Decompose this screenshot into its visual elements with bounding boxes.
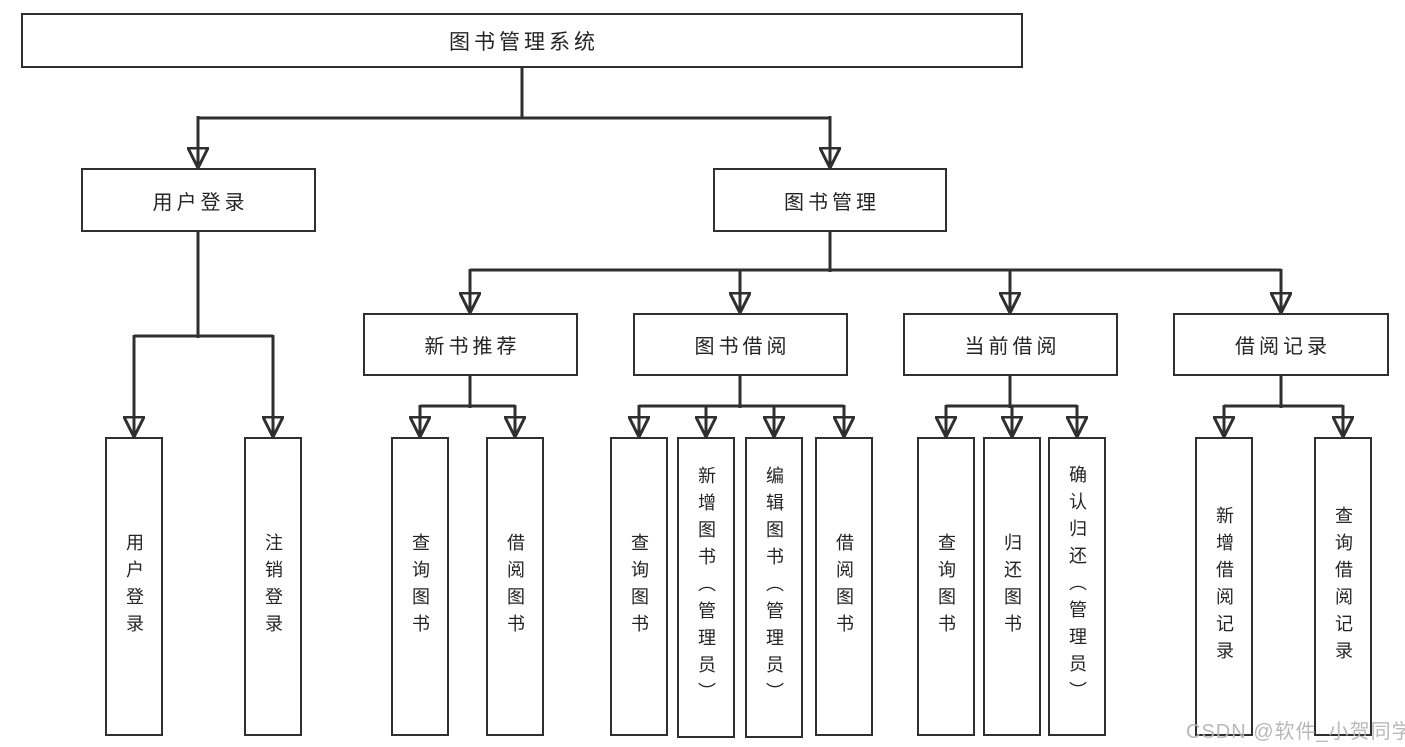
leaf-return-books-label: 归还图书 (1002, 532, 1022, 641)
leaf-add-borrow-record: 新增借阅记录 (1195, 437, 1253, 736)
leaf-confirm-return-admin-label: 确认归还（管理员） (1067, 465, 1087, 708)
watermark: CSDN @软件_小贺同学 (1186, 721, 1405, 743)
leaf-add-books-admin-label: 新增图书（管理员） (696, 466, 716, 709)
node-book-management: 图书管理 (713, 168, 947, 232)
leaf-user-login: 用户登录 (105, 437, 163, 736)
leaf-query-books-1-label: 查询图书 (410, 532, 430, 641)
leaf-borrow-books-1-label: 借阅图书 (505, 532, 525, 641)
leaf-edit-books-admin: 编辑图书（管理员） (745, 437, 803, 738)
node-borrow-records-label: 借阅记录 (1235, 336, 1331, 358)
leaf-query-books-3-label: 查询图书 (936, 532, 956, 641)
node-borrow-records: 借阅记录 (1173, 313, 1389, 376)
node-book-borrow: 图书借阅 (633, 313, 848, 376)
leaf-add-books-admin: 新增图书（管理员） (677, 437, 735, 738)
leaf-query-books-3: 查询图书 (917, 437, 975, 736)
leaf-query-books-2-label: 查询图书 (629, 532, 649, 641)
node-new-book-recommend: 新书推荐 (363, 313, 578, 376)
leaf-user-login-label: 用户登录 (124, 532, 144, 641)
node-current-borrow-label: 当前借阅 (964, 336, 1061, 358)
leaf-query-borrow-record: 查询借阅记录 (1314, 437, 1372, 736)
node-new-book-recommend-label: 新书推荐 (424, 336, 521, 358)
node-book-management-label: 图书管理 (784, 191, 880, 214)
leaf-add-borrow-record-label: 新增借阅记录 (1214, 505, 1234, 668)
leaf-logout-label: 注销登录 (263, 532, 283, 641)
leaf-query-books-2: 查询图书 (610, 437, 668, 736)
leaf-query-borrow-record-label: 查询借阅记录 (1333, 505, 1353, 668)
leaf-borrow-books-1: 借阅图书 (486, 437, 544, 736)
node-user-login: 用户登录 (81, 168, 316, 232)
node-root: 图书管理系统 (21, 13, 1023, 68)
leaf-borrow-books-2-label: 借阅图书 (834, 532, 854, 641)
leaf-return-books: 归还图书 (983, 437, 1041, 736)
node-book-borrow-label: 图书借阅 (694, 336, 791, 358)
node-current-borrow: 当前借阅 (903, 313, 1118, 376)
leaf-borrow-books-2: 借阅图书 (815, 437, 873, 736)
node-root-label: 图书管理系统 (449, 30, 599, 54)
leaf-query-books-1: 查询图书 (391, 437, 449, 736)
leaf-edit-books-admin-label: 编辑图书（管理员） (764, 466, 784, 709)
leaf-logout: 注销登录 (244, 437, 302, 736)
leaf-confirm-return-admin: 确认归还（管理员） (1048, 437, 1106, 736)
node-user-login-label: 用户登录 (152, 191, 249, 214)
